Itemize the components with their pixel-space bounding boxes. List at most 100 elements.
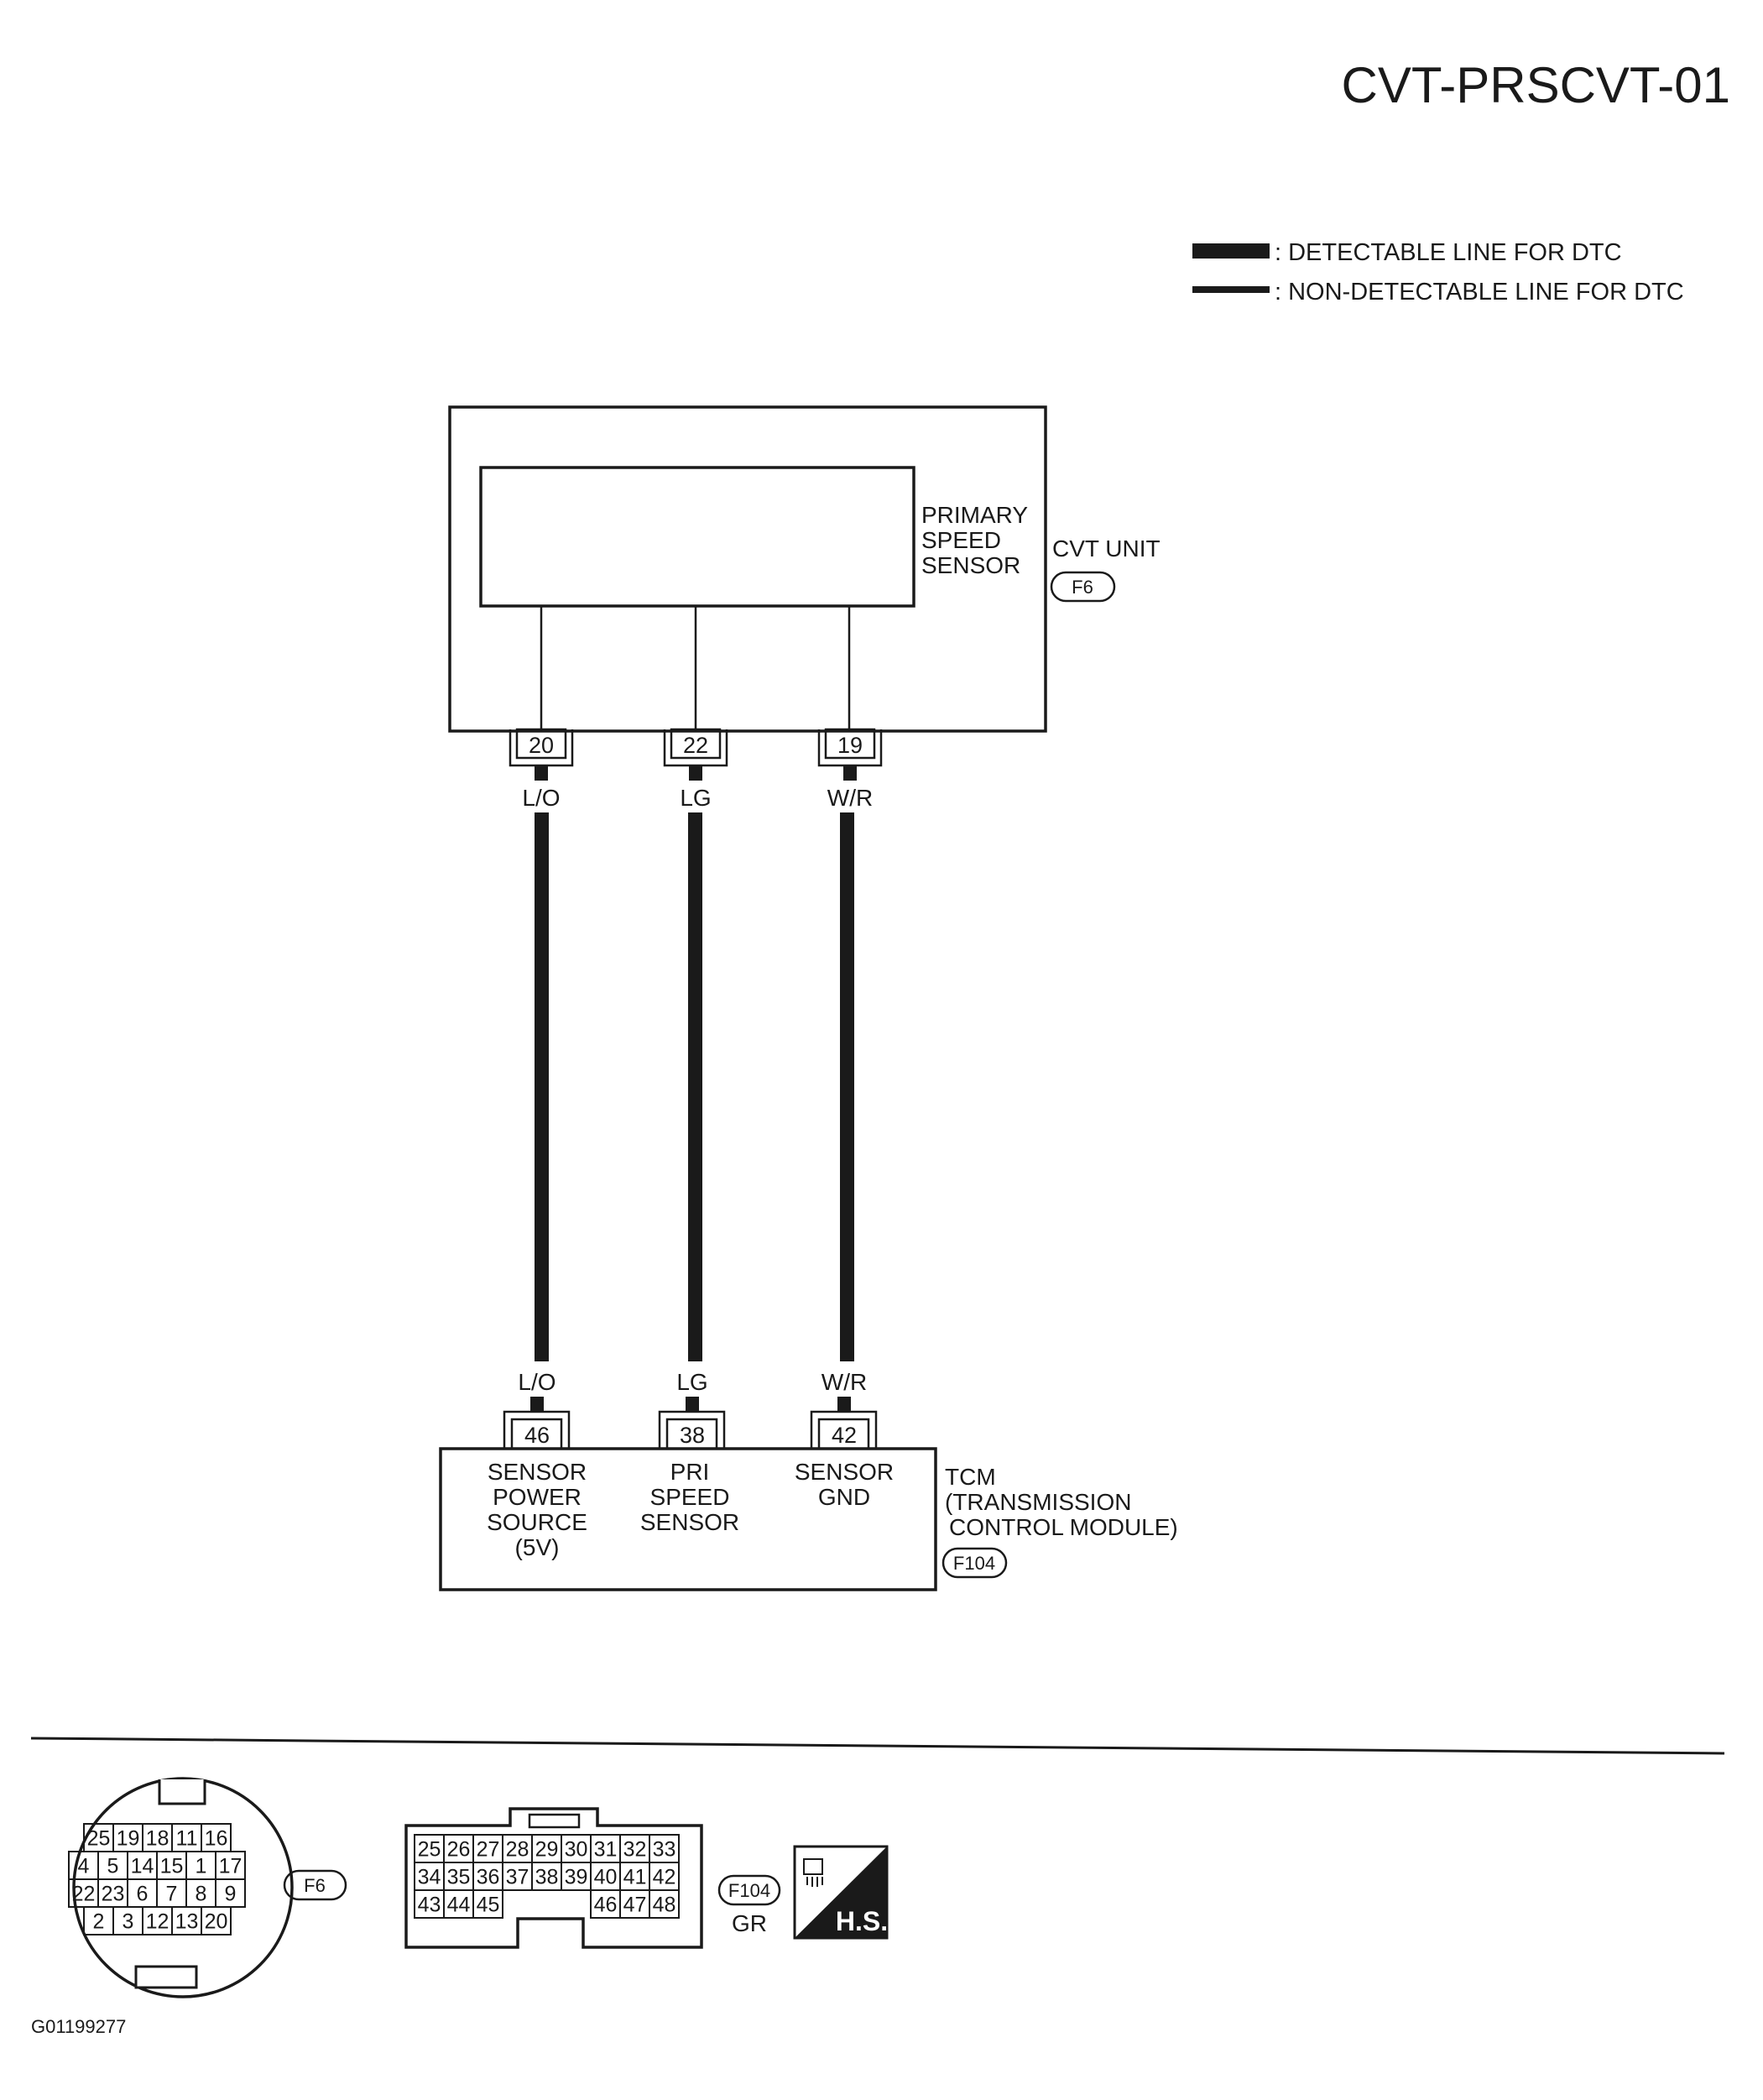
wire-wr-top-color: W/R <box>827 785 873 811</box>
wire-lg-harness <box>688 812 702 1361</box>
legend-thick-line-swatch <box>1192 243 1270 259</box>
harness-side-badge: H.S. <box>793 1845 889 1940</box>
wire-lo-top-pin: 20 <box>529 733 554 758</box>
connector-f6-badge <box>283 1869 347 1901</box>
wire-lg-top-stub <box>689 765 702 781</box>
connector-f104-pin-30-number: 30 <box>565 1838 588 1862</box>
legend-thin-line-swatch <box>1192 286 1270 293</box>
cvt-unit-box <box>448 405 1047 733</box>
connector-f104-pin-48-number: 48 <box>653 1894 676 1917</box>
connector-f104-pin-27-number: 27 <box>477 1838 500 1862</box>
wire-wr-bottom-pin-box <box>817 1418 870 1450</box>
wire-wr-bottom-stub <box>837 1397 851 1412</box>
wire-lg-top-color: LG <box>680 785 711 811</box>
connector-f104-pin-38-number: 38 <box>535 1866 559 1889</box>
connector-f6-pin-4-number: 4 <box>78 1855 90 1878</box>
wire-lg-bottom-color: LG <box>676 1369 707 1395</box>
cvt-connector-code: F6 <box>1072 577 1093 598</box>
wire-lg-bottom-pin: 38 <box>680 1423 705 1448</box>
wire-wr: 19 W/R W/R 42 SENSOR GND <box>795 606 894 1510</box>
connector-f6-pin-2-number: 2 <box>93 1910 105 1934</box>
connector-f6-pin-14-number: 14 <box>131 1855 154 1878</box>
tcm-label-line3: CONTROL MODULE) <box>949 1514 1178 1540</box>
connector-f104-label: F104 <box>728 1880 770 1901</box>
connector-f6-pin-9-number: 9 <box>225 1883 237 1906</box>
connector-f6-pin-20-number: 20 <box>205 1910 228 1934</box>
cvt-unit: PRIMARY SPEED SENSOR CVT UNIT F6 <box>448 405 1161 733</box>
connector-f6-top-key <box>158 1779 206 1805</box>
wire-wr-function-line2: GND <box>818 1484 870 1510</box>
connector-f104-badge <box>717 1874 781 1906</box>
tcm-connector-code: F104 <box>953 1553 995 1574</box>
connector-f104-pin-29-number: 29 <box>535 1838 559 1862</box>
cvt-unit-label: CVT UNIT <box>1052 535 1161 562</box>
wire-wr-bottom-socket-outer <box>810 1410 878 1449</box>
connector-f104-color: GR <box>732 1910 767 1936</box>
sensor-label-line1: PRIMARY <box>921 502 1028 528</box>
connector-f104-pin-43-number: 43 <box>418 1894 441 1917</box>
wire-lo-top-color: L/O <box>522 785 560 811</box>
wire-lg-function-line2: SPEED <box>650 1484 730 1510</box>
connector-f104-pin-28-number: 28 <box>506 1838 529 1862</box>
hs-badge-fill <box>795 1847 887 1938</box>
connector-f6-pin-19-number: 19 <box>117 1827 140 1851</box>
wire-wr-bottom-color: W/R <box>822 1369 867 1395</box>
connector-f104-pin-25-number: 25 <box>418 1838 441 1862</box>
wire-lo-bottom-color: L/O <box>518 1369 556 1395</box>
tcm-connector-badge <box>941 1547 1008 1579</box>
wire-lo-bottom-stub <box>530 1397 544 1412</box>
wire-lo-function-line1: SENSOR <box>488 1459 587 1485</box>
connector-f104-housing <box>404 1807 703 1949</box>
wire-wr-bottom-pin: 42 <box>832 1423 857 1448</box>
wire-lg-bottom-pin-box <box>665 1418 718 1450</box>
connector-f104-pin-26-number: 26 <box>447 1838 471 1862</box>
connector-f6-pin-13-number: 13 <box>175 1910 199 1934</box>
connector-f6-pin-5-number: 5 <box>107 1855 119 1878</box>
wire-lg-function-line1: PRI <box>670 1459 710 1485</box>
tcm: TCM (TRANSMISSION CONTROL MODULE) F104 <box>439 1447 1178 1591</box>
wire-lg-function-line3: SENSOR <box>640 1509 739 1535</box>
connector-f104-pin-34-number: 34 <box>418 1866 441 1889</box>
connector-f104-pin-40-number: 40 <box>594 1866 618 1889</box>
connector-f104-pin-45-cell <box>472 1889 503 1919</box>
connector-f6-pin-22-number: 22 <box>72 1883 96 1906</box>
cvt-connector-badge <box>1050 571 1116 603</box>
figure-code: G01199277 <box>31 2016 126 2037</box>
connector-f104-pin-47-number: 47 <box>623 1894 647 1917</box>
wire-lo-bottom-pin-box <box>510 1418 563 1450</box>
connector-f6-pin-18-number: 18 <box>146 1827 170 1851</box>
wire-lo-top-pin-box <box>515 728 567 760</box>
legend-non-detectable-text: : NON-DETECTABLE LINE FOR DTC <box>1275 279 1684 306</box>
connector-f104-latch <box>528 1813 581 1829</box>
sensor-label-line2: SPEED <box>921 527 1001 553</box>
wire-lo-harness <box>535 812 549 1361</box>
connector-f6-pin-3-number: 3 <box>123 1910 134 1934</box>
wire-lo-top-stub <box>535 765 548 781</box>
wire-lo-function-line2: POWER <box>493 1484 582 1510</box>
connector-f104-pin-36-number: 36 <box>477 1866 500 1889</box>
tcm-label-line1: TCM <box>945 1464 996 1490</box>
connector-f6-pin-15-number: 15 <box>160 1855 184 1878</box>
tcm-label-line2: (TRANSMISSION <box>945 1489 1131 1515</box>
connector-f104-pin-42-number: 42 <box>653 1866 676 1889</box>
connector-f6-pin-6-number: 6 <box>137 1883 149 1906</box>
wire-lg-top-pin: 22 <box>683 733 708 758</box>
wire-lo-function-line4: (5V) <box>515 1534 560 1560</box>
connector-f6-pin-1-number: 1 <box>196 1855 207 1878</box>
wire-lg-bottom-stub <box>686 1397 699 1412</box>
legend: : DETECTABLE LINE FOR DTC : NON-DETECTAB… <box>1192 239 1684 306</box>
connector-f104-pin-32-number: 32 <box>623 1838 647 1862</box>
sensor-label-line3: SENSOR <box>921 552 1020 578</box>
connector-f6-pin-12-number: 12 <box>146 1910 170 1934</box>
primary-speed-sensor-box <box>479 466 915 608</box>
connector-f104-pin-45-number: 45 <box>477 1894 500 1917</box>
wire-wr-top-pin: 19 <box>837 733 863 758</box>
connector-f104-pin-37-number: 37 <box>506 1866 529 1889</box>
wire-lo-function-line3: SOURCE <box>487 1509 587 1535</box>
wire-lg: 22 LG LG 38 PRI SPEED SENSOR <box>640 606 739 1535</box>
wire-wr-harness <box>840 812 854 1361</box>
